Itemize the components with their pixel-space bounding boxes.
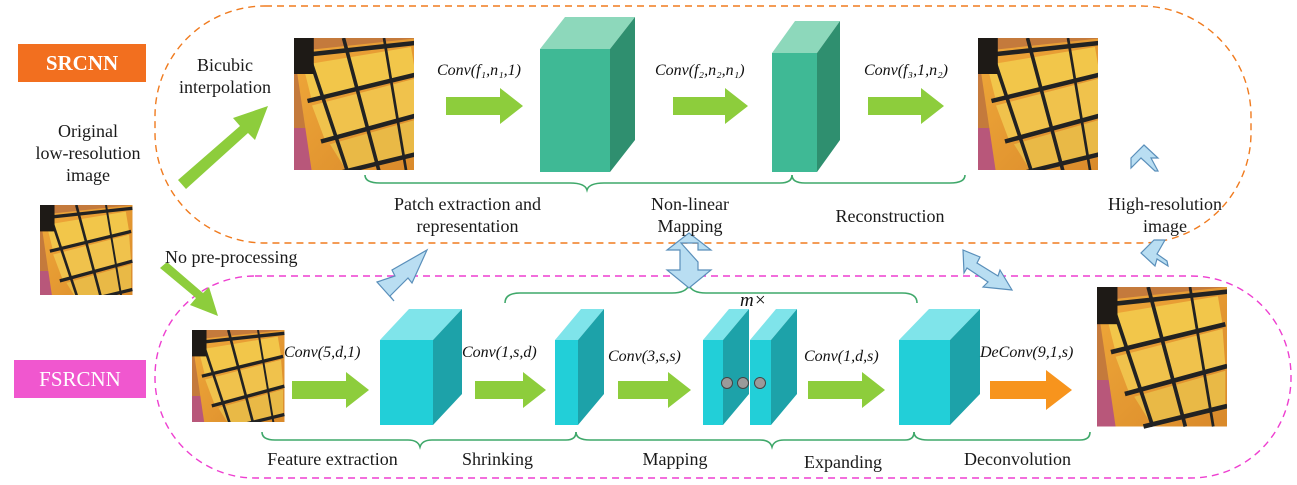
srcnn-output-image: [978, 38, 1104, 173]
srcnn-frame: [154, 5, 1252, 244]
fsrcnn-block-shrinking: [555, 309, 604, 425]
srcnn-block-1: [540, 17, 635, 172]
fsrcnn-arrow-1-icon: [292, 372, 369, 408]
stage-nonlinear-line-1: Non-linear: [651, 194, 729, 214]
output-label-line-1: High-resolution: [1108, 194, 1222, 214]
stage-patch-extraction: Patch extraction and representation: [370, 193, 565, 237]
srcnn-op-2: Conv(f₂,n₂,n₁): [655, 62, 745, 79]
fsrcnn-input-image: [192, 330, 285, 422]
stage-feature-extraction: Feature extraction: [267, 449, 398, 469]
input-label-line-3: image: [66, 165, 110, 185]
srcnn-block-2: [772, 21, 840, 172]
input-label-line-2: low-resolution: [35, 143, 141, 163]
fsrcnn-op-2: Conv(1,s,d): [462, 344, 537, 361]
srcnn-op-3: Conv(f₃,1,n₂): [864, 62, 948, 79]
fsrcnn-op-1: Conv(5,d,1): [284, 344, 361, 361]
output-label: High-resolution image: [1085, 193, 1245, 237]
brace-patch-extraction: [364, 174, 793, 193]
fsrcnn-arrow-3-icon: [618, 372, 691, 408]
stage-mapping: Mapping: [642, 449, 708, 469]
brace-mapping: [575, 431, 915, 450]
brace-reconstruction: [791, 174, 966, 184]
stage-reconstruction: Reconstruction: [835, 206, 945, 226]
stage-deconvolution: Deconvolution: [964, 449, 1071, 469]
stage-patch-line-1: Patch extraction and: [394, 194, 541, 214]
srcnn-op-1: Conv(f₁,n₁,1): [437, 62, 521, 79]
fsrcnn-op-5: DeConv(9,1,s): [980, 344, 1074, 361]
bicubic-label: Bicubic interpolation: [165, 54, 285, 98]
fsrcnn-block-mapping-2: [750, 309, 797, 425]
fsrcnn-arrow-2-icon: [475, 372, 546, 408]
stage-shrinking: Shrinking: [461, 449, 533, 469]
ellipsis-dots-icon: [721, 377, 766, 389]
stage-nonlinear-mapping: Non-linear Mapping: [630, 193, 750, 237]
fsrcnn-block-mapping-1: [703, 309, 749, 425]
bicubic-label-line-1: Bicubic: [197, 55, 253, 75]
brace-deconvolution: [913, 431, 1091, 441]
fsrcnn-arrow-4-icon: [808, 372, 885, 408]
stage-nonlinear-line-2: Mapping: [657, 216, 723, 236]
repeat-label: m×: [740, 290, 767, 311]
srcnn-arrow-3-icon: [868, 88, 944, 124]
deconv-arrow-icon: [990, 370, 1072, 410]
fsrcnn-op-4: Conv(1,d,s): [804, 348, 879, 365]
fsrcnn-output-image: [1097, 287, 1227, 427]
bicubic-arrow-icon: [178, 106, 268, 189]
srcnn-badge: SRCNN: [18, 44, 146, 82]
no-preprocessing-arrow-icon: [160, 262, 218, 316]
fsrcnn-badge: FSRCNN: [14, 360, 146, 398]
brace-mapping-top: [504, 282, 918, 304]
stage-patch-line-2: representation: [416, 216, 519, 236]
stage-expanding: Expanding: [804, 452, 882, 472]
srcnn-interpolated-image: [294, 38, 420, 173]
input-label-line-1: Original: [58, 121, 118, 141]
output-label-line-2: image: [1143, 216, 1187, 236]
fsrcnn-block-feature: [380, 309, 462, 425]
input-label: Original low-resolution image: [18, 120, 158, 186]
srcnn-arrow-2-icon: [673, 88, 748, 124]
fsrcnn-op-3: Conv(3,s,s): [608, 348, 681, 365]
input-lr-image: [40, 205, 133, 295]
bicubic-label-line-2: interpolation: [179, 77, 271, 97]
fsrcnn-frame: [154, 275, 1292, 479]
fsrcnn-block-expanding: [899, 309, 980, 425]
double-arrow-icon: [375, 144, 1169, 302]
no-preprocessing-label: No pre-processing: [165, 247, 298, 267]
brace-feature-shrinking: [261, 431, 577, 450]
srcnn-arrow-1-icon: [446, 88, 523, 124]
